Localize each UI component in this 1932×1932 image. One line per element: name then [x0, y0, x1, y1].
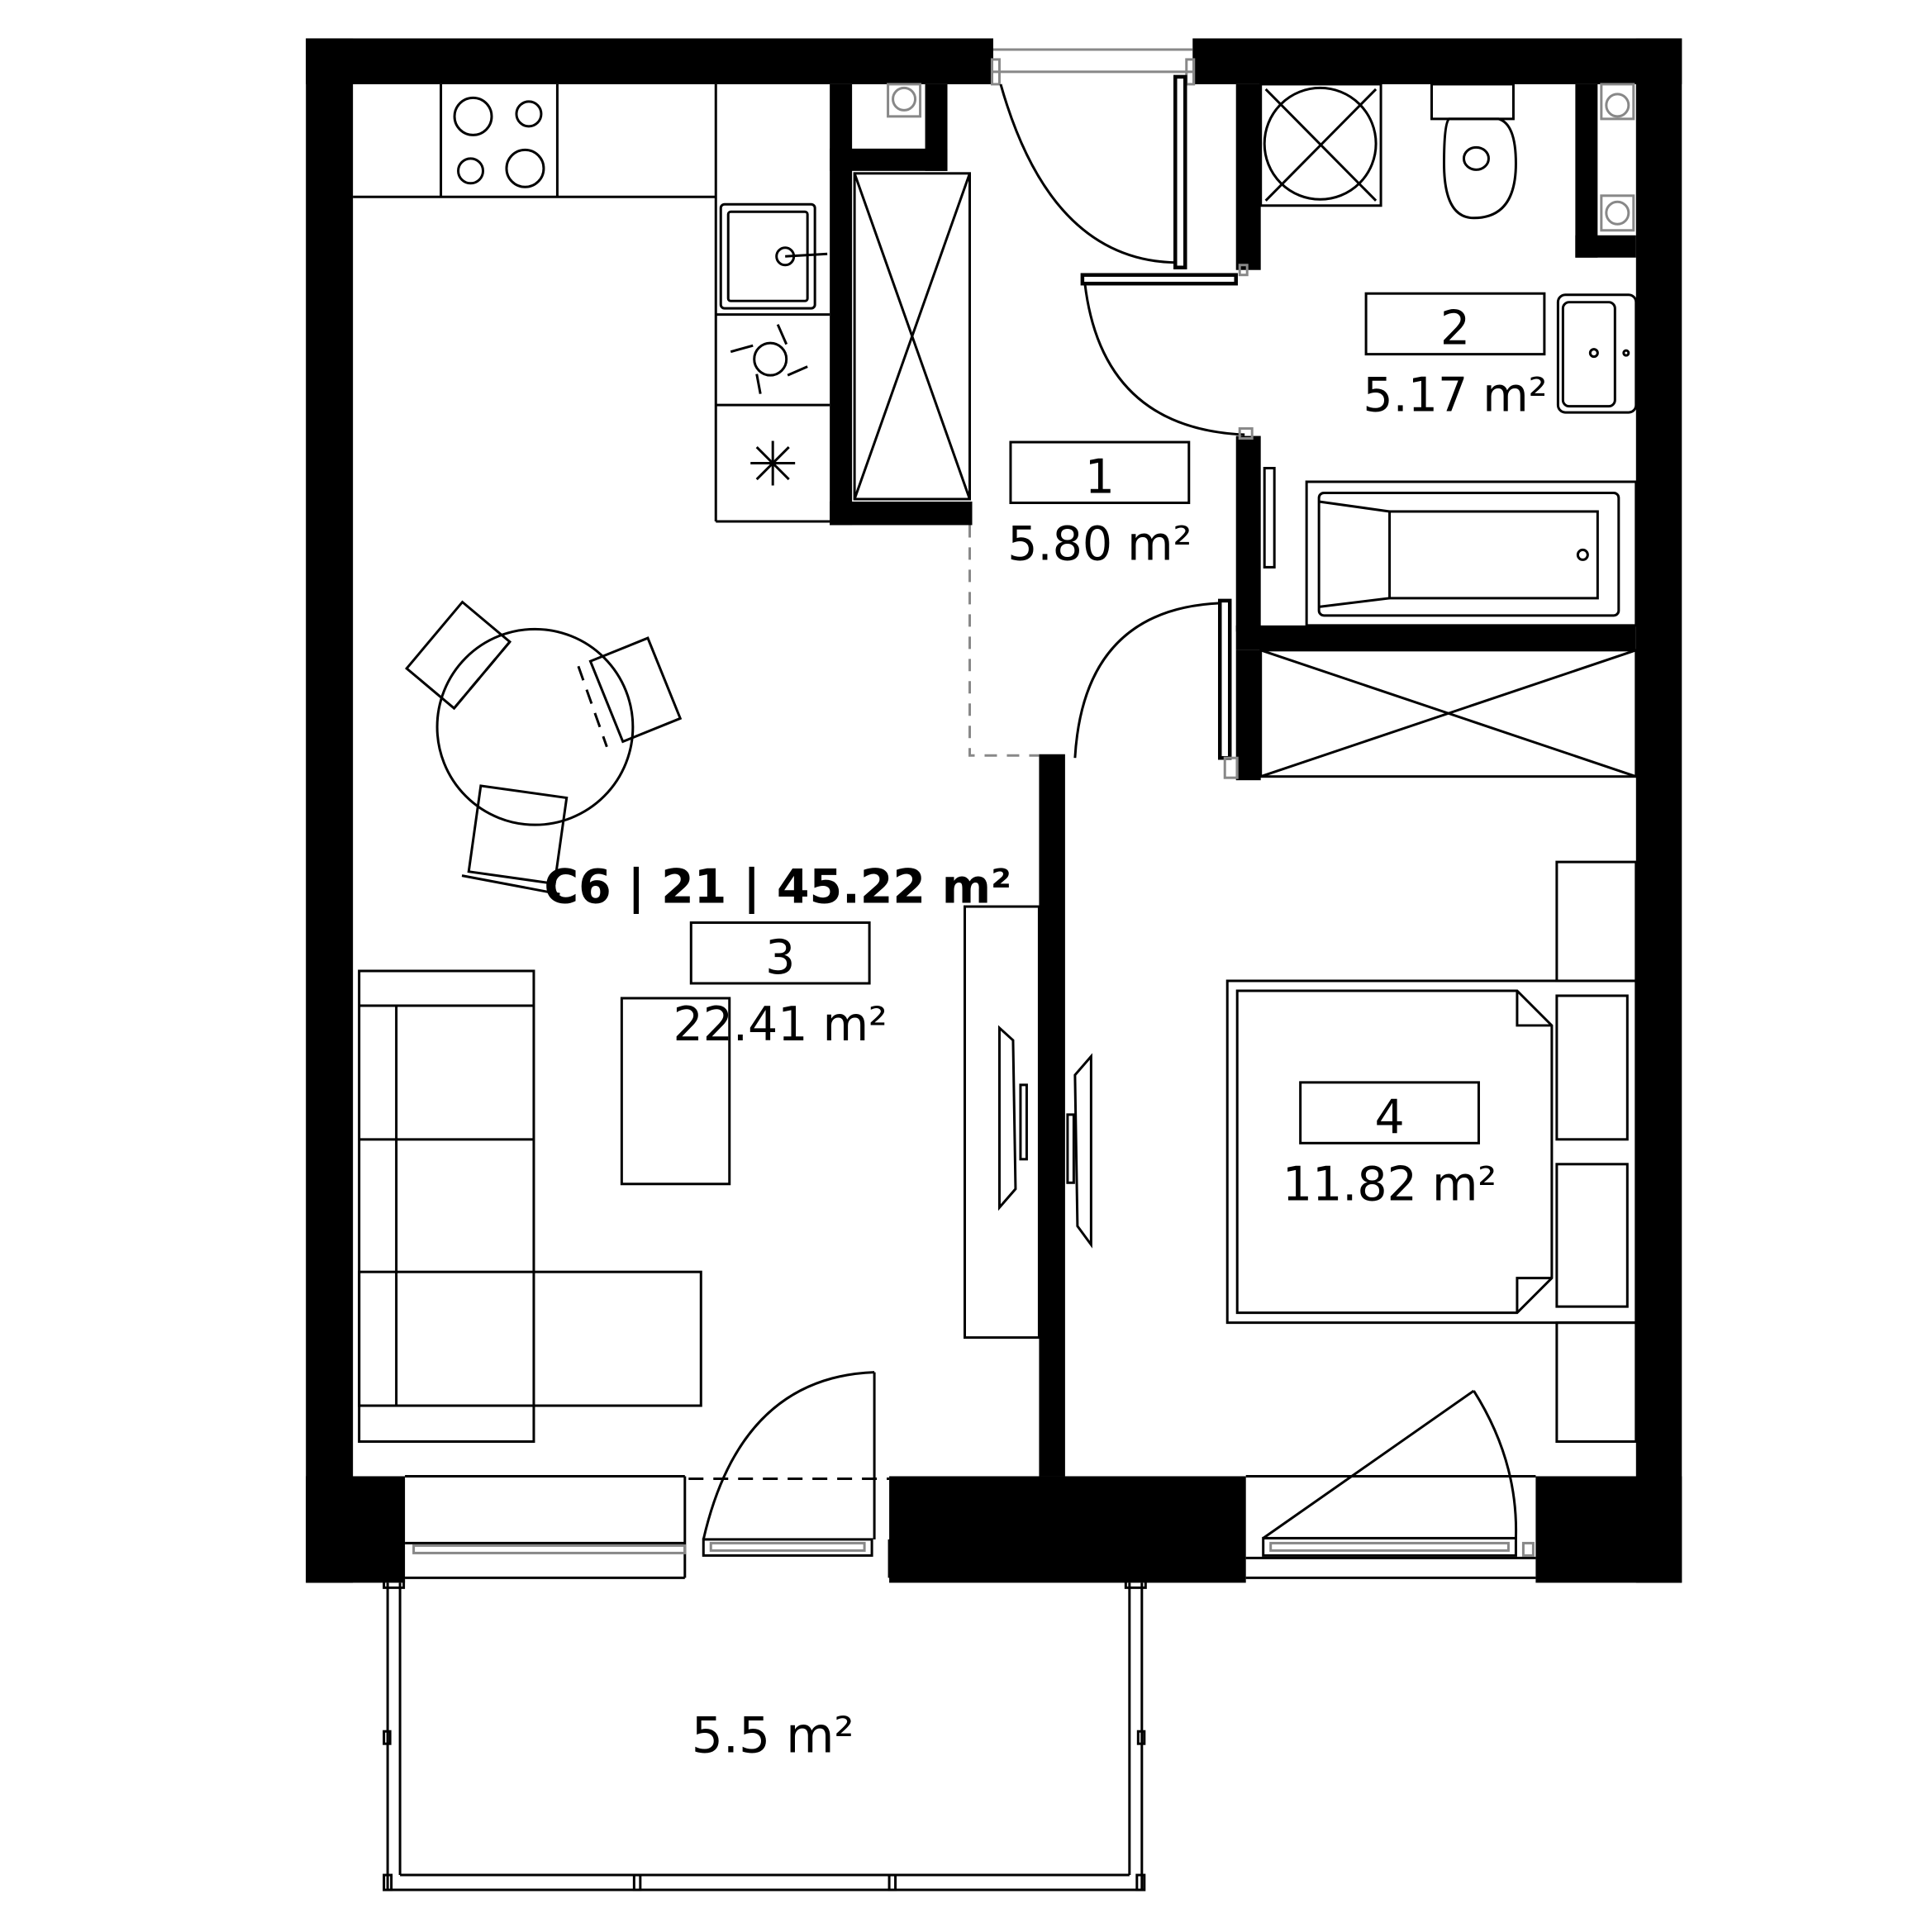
- nightstand: [1555, 860, 1638, 1141]
- toilet-icon: [1430, 83, 1517, 220]
- dining-chair: [577, 636, 683, 748]
- sofa: [358, 969, 702, 1444]
- bed: [1225, 979, 1638, 1325]
- room-number: 3: [765, 930, 795, 985]
- room-label-2: 2 5.17 m²: [1363, 292, 1548, 423]
- tv-icon: [1066, 1053, 1092, 1249]
- room-number: 2: [1440, 302, 1470, 356]
- bedroom-window: [1245, 1389, 1536, 1579]
- nightstand: [1555, 1163, 1638, 1444]
- dining-chair: [461, 784, 569, 896]
- room-area: 22.41 m²: [673, 997, 887, 1052]
- kitchen-counter: [353, 83, 830, 523]
- room-number: 1: [1085, 450, 1115, 504]
- outer-walls: [306, 38, 1682, 1583]
- bathroom-door: [1080, 264, 1254, 440]
- towel-rail: [1263, 467, 1276, 569]
- window-left: [405, 1474, 687, 1579]
- dining-chair: [404, 600, 512, 711]
- apartment-summary: C6 | 21 | 45.22 m²: [544, 860, 1011, 916]
- cooktop-icon: [453, 96, 545, 188]
- entrance-door: [990, 48, 1196, 269]
- room-label-3: 3 22.41 m²: [673, 921, 887, 1052]
- bathtub-icon: [1305, 480, 1638, 627]
- hall-dashed-boundary: [968, 525, 1040, 757]
- wardrobe: [1259, 649, 1638, 778]
- washing-machine-icon: [1259, 83, 1382, 207]
- room-label-1: 1 5.80 m²: [1007, 440, 1192, 571]
- room-number: 4: [1374, 1090, 1404, 1144]
- dining-table: [435, 627, 635, 826]
- coffee-table: [620, 997, 731, 1186]
- wash-basin-icon: [1556, 293, 1638, 414]
- riser-icons: [887, 83, 1635, 232]
- interior-walls: [830, 83, 1636, 1477]
- balcony-door: [688, 1371, 891, 1578]
- balcony-area: 5.5 m²: [692, 1707, 854, 1765]
- room-area: 5.17 m²: [1363, 369, 1547, 423]
- room-label-4: 4 11.82 m²: [1282, 1081, 1497, 1211]
- bedroom-door: [1073, 598, 1239, 779]
- fridge-icon: [750, 440, 796, 486]
- balcony: [383, 1576, 1147, 1892]
- room-area: 5.80 m²: [1007, 516, 1192, 571]
- kitchen-shaft: [853, 172, 971, 501]
- dishwasher-icon: [730, 324, 808, 394]
- room-area: 11.82 m²: [1282, 1157, 1497, 1211]
- tv-cabinet: [964, 905, 1040, 1340]
- kitchen-sink-icon: [719, 202, 828, 310]
